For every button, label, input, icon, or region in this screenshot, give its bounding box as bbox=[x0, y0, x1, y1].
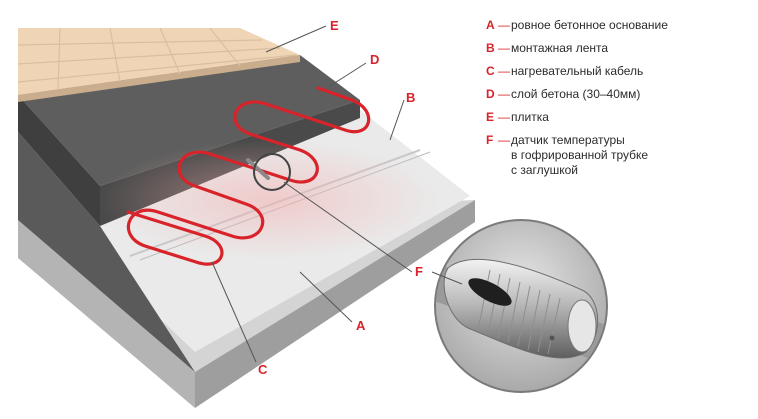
legend-dash: — bbox=[498, 133, 510, 147]
sensor-marker bbox=[246, 153, 291, 191]
legend-description-line: с заглушкой bbox=[511, 163, 579, 177]
legend-letter: E bbox=[486, 110, 495, 124]
legend-item-c: C—нагревательный кабель bbox=[486, 64, 754, 79]
legend-description-line: монтажная лента bbox=[511, 41, 609, 55]
legend-description-line: в гофрированной трубке bbox=[511, 148, 649, 162]
heating-cable bbox=[126, 86, 371, 266]
legend-item-e: E—плитка bbox=[486, 110, 754, 125]
legend-description: плитка bbox=[511, 110, 754, 125]
tube-ribs bbox=[477, 269, 561, 355]
callout-b: B bbox=[406, 90, 415, 105]
legend-description: монтажная лента bbox=[511, 41, 754, 56]
legend-letter: C bbox=[486, 64, 495, 78]
sensor-probe bbox=[468, 278, 512, 306]
legend-letter: B bbox=[486, 41, 495, 55]
legend-description: ровное бетонное основание bbox=[511, 18, 754, 33]
tile-layer bbox=[17, 27, 300, 102]
leader-lines bbox=[211, 25, 463, 363]
legend-letter: D bbox=[486, 87, 495, 101]
legend-dash: — bbox=[498, 87, 510, 101]
callout-e: E bbox=[330, 18, 339, 33]
legend-description: нагревательный кабель bbox=[511, 64, 754, 79]
legend-letter: F bbox=[486, 133, 494, 147]
tile-grid bbox=[17, 27, 297, 91]
legend-description-line: плитка bbox=[511, 110, 549, 124]
legend-description: слой бетона (30–40мм) bbox=[511, 87, 754, 102]
legend-description-line: слой бетона (30–40мм) bbox=[511, 87, 641, 101]
legend-item-b: B—монтажная лента bbox=[486, 41, 754, 56]
legend-description-line: нагревательный кабель bbox=[511, 64, 644, 78]
legend-dash: — bbox=[498, 110, 510, 124]
legend-dash: — bbox=[498, 18, 510, 32]
legend-description-line: ровное бетонное основание bbox=[511, 18, 668, 32]
heat-glow bbox=[100, 140, 440, 260]
legend-letter: A bbox=[486, 18, 495, 32]
sensor-zoom-detail bbox=[434, 219, 608, 393]
legend-dash: — bbox=[498, 64, 510, 78]
tube-end-cap bbox=[567, 299, 597, 353]
legend-item-d: D—слой бетона (30–40мм) bbox=[486, 87, 754, 102]
legend-dash: — bbox=[498, 41, 510, 55]
callout-a: A bbox=[356, 318, 366, 333]
callout-f: F bbox=[415, 264, 423, 279]
callout-c: C bbox=[258, 362, 268, 377]
legend-description-line: датчик температуры bbox=[511, 133, 625, 147]
callout-d: D bbox=[370, 52, 379, 67]
legend-item-a: A—ровное бетонное основание bbox=[486, 18, 754, 33]
